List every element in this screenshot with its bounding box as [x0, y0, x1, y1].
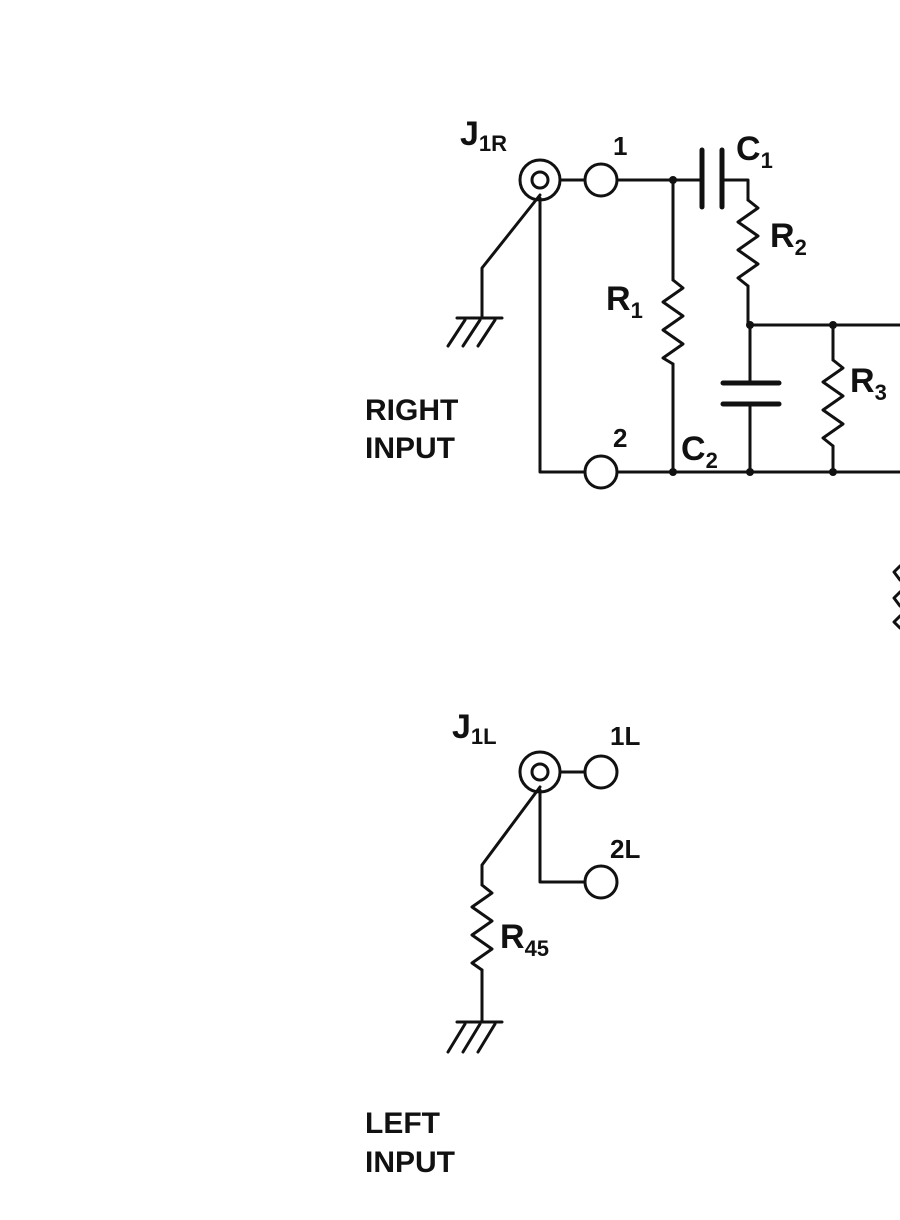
resistor-r2 [736, 198, 760, 327]
left-input-label-line1: LEFT [365, 1107, 440, 1140]
terminal-2 [583, 454, 619, 490]
terminal-1-label: 1 [613, 131, 627, 161]
wire-jack-to-t2 [538, 196, 587, 474]
left-input-circuit: J1L 1L 2L R45 LEFT INPUT [365, 708, 640, 1179]
r3-label: R3 [850, 362, 887, 405]
junction-dot [669, 468, 677, 476]
partial-symbol-edge [892, 614, 900, 630]
capacitor-c2 [720, 323, 782, 474]
junction-dot [746, 468, 754, 476]
left-input-label-line2: INPUT [365, 1146, 455, 1179]
right-input-label-line2: INPUT [365, 432, 455, 465]
resistor-r3 [821, 323, 845, 474]
resistor-r1 [661, 178, 685, 474]
terminal-2l [583, 864, 619, 900]
partial-symbol-edge [892, 564, 900, 582]
capacitor-c1 [699, 147, 725, 210]
r1-label: R1 [606, 280, 643, 323]
junction-dot [746, 321, 754, 329]
jack-j1r-label: J1R [460, 115, 507, 156]
terminal-2l-label: 2L [610, 834, 640, 864]
junction-dot [829, 468, 837, 476]
right-input-label-line1: RIGHT [365, 394, 458, 427]
jack-j1l-label: J1L [452, 708, 497, 749]
terminal-1l-label: 1L [610, 721, 640, 751]
c1-label: C1 [736, 130, 773, 173]
terminal-1 [583, 162, 619, 198]
terminal-2-label: 2 [613, 423, 627, 453]
junction-dot [669, 176, 677, 184]
r45-label: R45 [500, 918, 549, 961]
terminal-1l [583, 754, 619, 790]
c2-label: C2 [681, 430, 718, 473]
right-input-circuit: J1R 1 2 C1 R2 R1 C2 R3 RIGHT INPUT [365, 115, 900, 630]
ground-symbol-left [446, 1020, 504, 1054]
wire-jack-to-t2l [538, 788, 587, 884]
junction-dot [829, 321, 837, 329]
resistor-r45 [470, 883, 494, 1024]
ground-lead-right [480, 193, 542, 320]
r45-lead-top [480, 785, 542, 887]
ground-symbol-right [446, 316, 504, 348]
r2-label: R2 [770, 217, 807, 260]
wire-c1-to-r2 [720, 178, 750, 202]
partial-symbol-edge [892, 590, 900, 608]
